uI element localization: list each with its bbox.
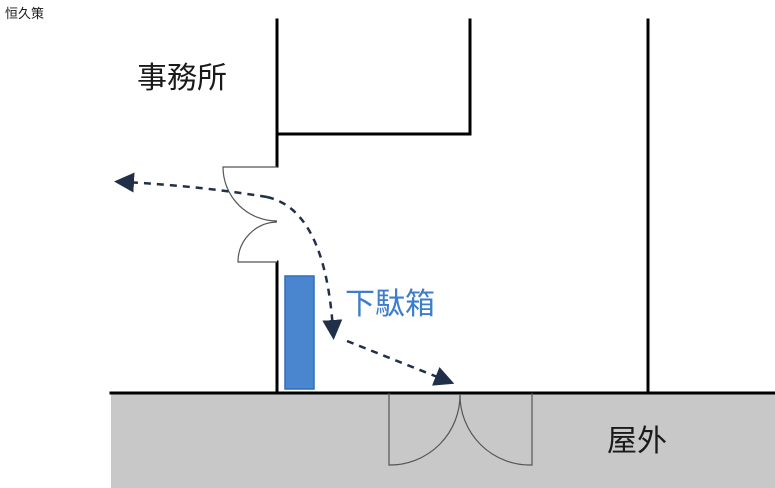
path-arrow-to-office xyxy=(114,172,268,199)
path-arrow-to-shoe-rack xyxy=(266,195,343,340)
office-label: 事務所 xyxy=(137,61,227,96)
outside-label: 屋外 xyxy=(607,424,667,459)
door-leaf-lower xyxy=(237,221,278,263)
walls xyxy=(109,18,775,395)
path-arrow-to-entrance xyxy=(346,339,455,386)
entrance-door-left xyxy=(388,393,461,466)
entrance-door xyxy=(388,393,533,466)
corner-note: 恒久策 xyxy=(5,7,45,22)
shoe-rack xyxy=(284,275,315,390)
shoe-rack-label: 下駄箱 xyxy=(345,287,435,322)
interior-door xyxy=(222,166,278,263)
entrance-door-right xyxy=(459,393,533,466)
